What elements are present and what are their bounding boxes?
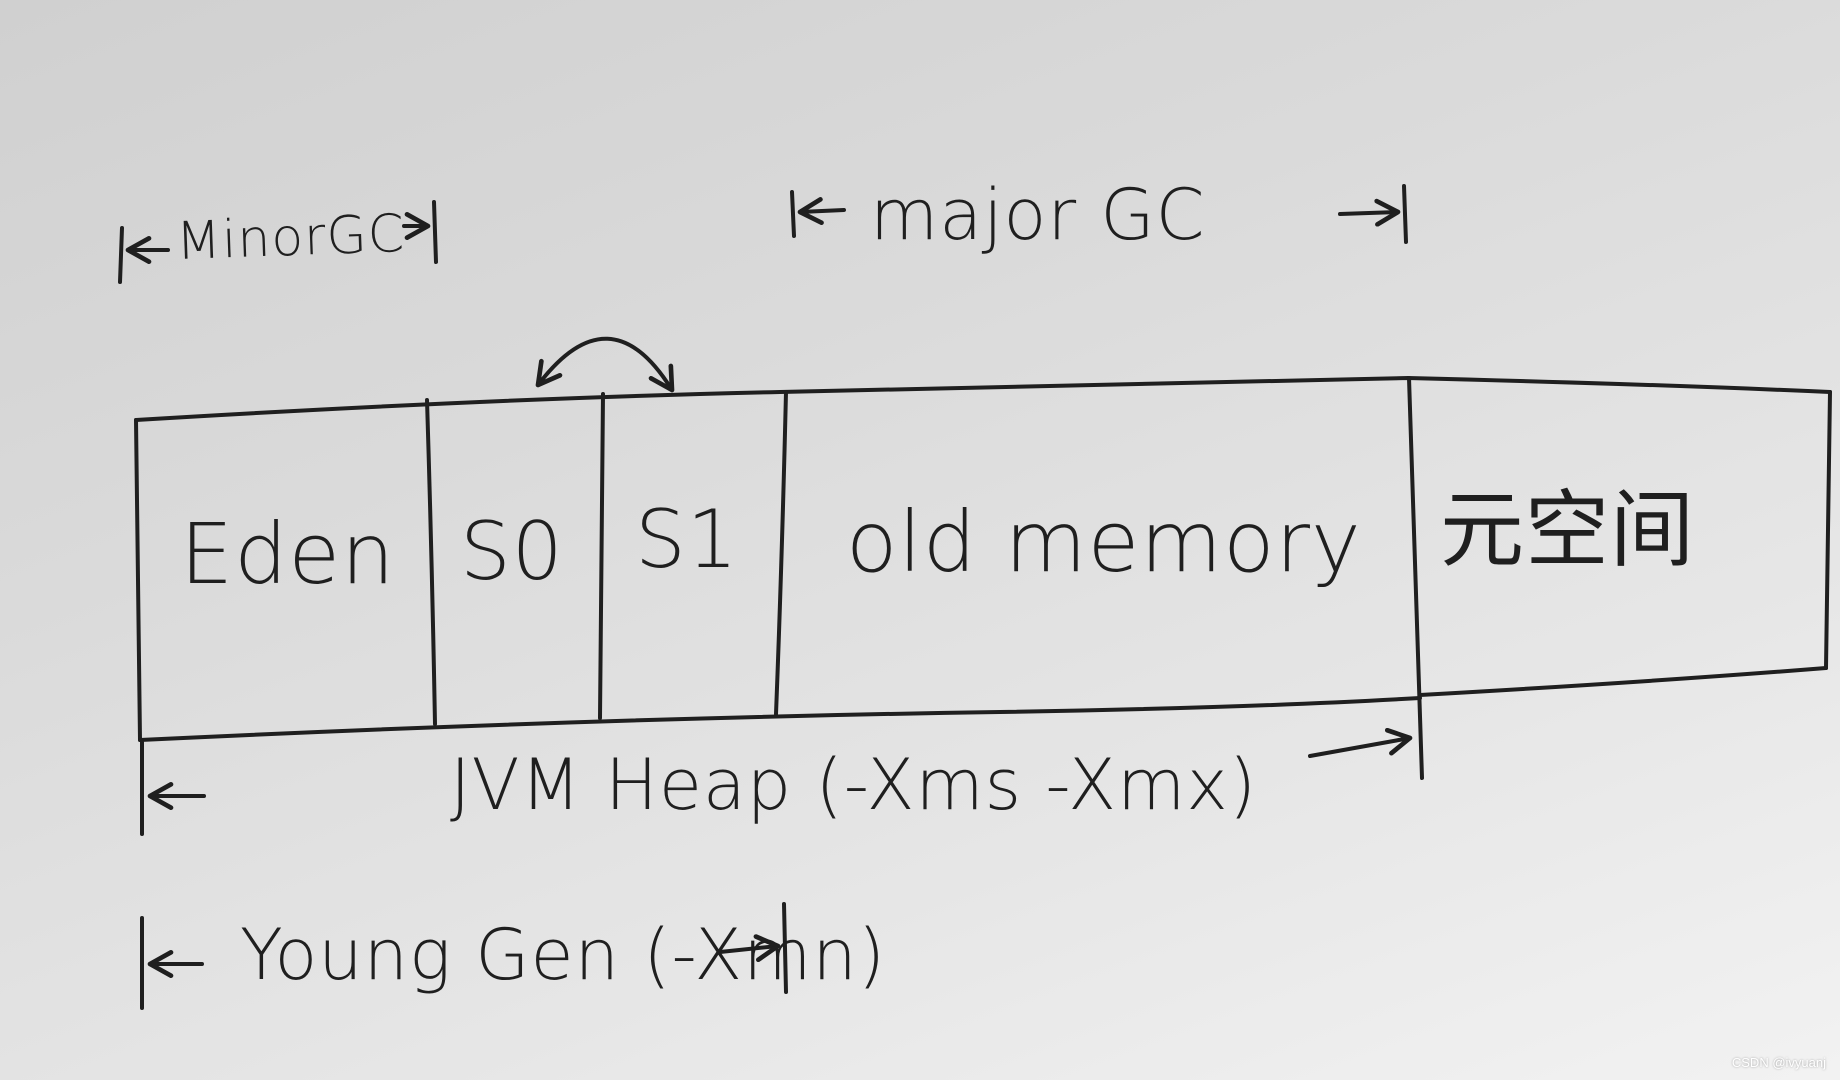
major-gc-label: major GC: [870, 174, 1206, 256]
heap-box-bottom-edge: [138, 696, 1422, 742]
major-gc-left-tick: [790, 190, 796, 238]
minor-gc-right-tick: [432, 200, 438, 264]
major-gc-right-tick: [1402, 184, 1408, 244]
divider-s1-old: [774, 390, 788, 716]
survivor-swap-arrow: [535, 336, 675, 393]
divider-eden-s0: [425, 398, 437, 726]
young-gen-right-tick: [782, 902, 788, 994]
minor-gc-left-tick: [118, 226, 124, 284]
csdn-watermark: CSDN @ivyuanj: [1731, 1055, 1826, 1070]
eden-label: Eden: [180, 505, 396, 603]
heap-box-top-edge: [134, 376, 1832, 422]
metaspace-box-right-edge: [1824, 390, 1832, 670]
heap-box-left-edge: [134, 418, 142, 742]
jvm-heap-label: JVM Heap (-Xms -Xmx): [450, 744, 1258, 826]
s0-label: S0: [460, 505, 564, 598]
major-gc-right-arrow: [1338, 198, 1401, 227]
metaspace-box-bottom-edge: [1418, 666, 1828, 697]
major-gc-left-arrow: [797, 197, 846, 226]
metaspace-label: 元空间: [1440, 481, 1696, 579]
minor-gc-label: MinorGC: [175, 204, 407, 272]
s1-label: S1: [635, 493, 739, 586]
divider-old-metaspace: [1407, 376, 1424, 780]
young-gen-right-arrow: [718, 934, 781, 963]
jvm-heap-right-arrow: [1308, 727, 1413, 758]
old-memory-label: old memory: [846, 493, 1362, 591]
young-gen-label: Young Gen (-Xmn): [240, 914, 887, 996]
divider-s0-s1: [598, 392, 605, 720]
